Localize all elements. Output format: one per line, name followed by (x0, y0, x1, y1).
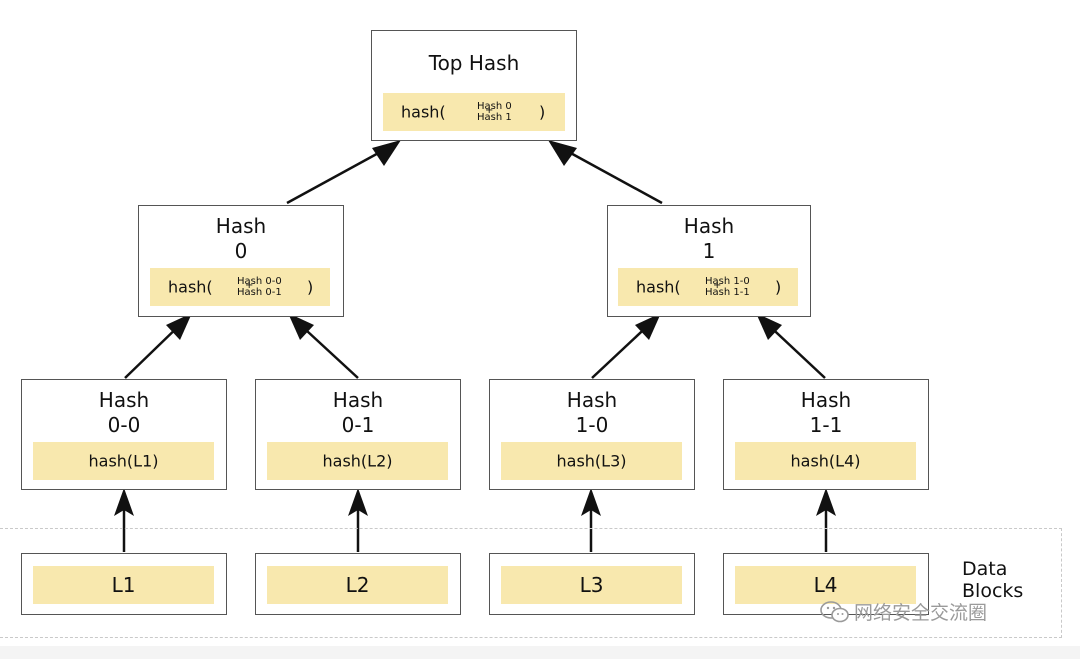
node-title-line1: Hash (98, 388, 150, 412)
hash-1-1-formula: hash(L4) (735, 442, 916, 480)
arrowhead (372, 140, 401, 166)
node-title-line2: 0-1 (341, 413, 375, 437)
data-blocks-label: Data Blocks (962, 558, 1023, 602)
hash-0-1-formula: hash(L2) (267, 442, 448, 480)
node-title-line2: 1 (702, 239, 716, 263)
hash-fn: hash( (636, 277, 681, 297)
data-block-l1-fill: L1 (33, 566, 214, 604)
hash-0-1-node: Hash 0-1 hash(L2) (255, 379, 461, 490)
hash-1-1-node: Hash 1-1 hash(L4) (723, 379, 929, 490)
hash-1-0-node: Hash 1-0 hash(L3) (489, 379, 695, 490)
data-block-l3: L3 (489, 553, 695, 615)
hash-0-formula: hash( Hash 0-0 + Hash 0-1 ) (150, 268, 330, 306)
node-title-line2: 1-1 (809, 413, 843, 437)
bottom-strip (0, 646, 1080, 659)
node-title: Hash 1-0 (490, 388, 694, 438)
node-title-line2: 0 (234, 239, 248, 263)
arrow-hash0-to-top (286, 143, 394, 205)
hash-1-formula: hash( Hash 1-0 + Hash 1-1 ) (618, 268, 798, 306)
hash-arg-1: Hash 0 (477, 101, 512, 112)
data-block-l2-fill: L2 (267, 566, 448, 604)
node-title-line2: 0-0 (107, 413, 141, 437)
arrowhead (288, 313, 314, 340)
data-block-l3-fill: L3 (501, 566, 682, 604)
data-blocks-region (0, 528, 1062, 638)
data-block-l1: L1 (21, 553, 227, 615)
hash-close: ) (539, 102, 546, 122)
hash-arg-2: Hash 1-1 (705, 287, 750, 298)
data-block-l4-fill: L4 (735, 566, 916, 604)
node-title-line1: Hash (332, 388, 384, 412)
arrowhead (114, 488, 134, 516)
hash-arg-1: Hash 0-0 (237, 276, 282, 287)
hash-close: ) (775, 277, 782, 297)
node-title-line1: Hash (215, 214, 267, 238)
node-title-line2: 1-0 (575, 413, 609, 437)
data-blocks-label-line2: Blocks (962, 580, 1024, 602)
hash-fn: hash( (168, 277, 213, 297)
hash-text: hash(L2) (322, 451, 393, 471)
arrowhead (756, 313, 782, 340)
watermark: 网络安全交流圈 (820, 598, 987, 625)
node-title-line1: Hash (683, 214, 735, 238)
data-block-label: L1 (111, 573, 136, 597)
hash-args: Hash 0-0 + Hash 0-1 (237, 276, 282, 298)
hash-1-0-formula: hash(L3) (501, 442, 682, 480)
top-hash-title: Top Hash (428, 51, 520, 75)
hash-fn: hash( (401, 102, 446, 122)
arrowhead (581, 488, 601, 516)
data-blocks-label-line1: Data (962, 558, 1008, 580)
hash-arg-1: Hash 1-0 (705, 276, 750, 287)
data-block-l2: L2 (255, 553, 461, 615)
arrowhead (548, 140, 577, 166)
hash-0-0-formula: hash(L1) (33, 442, 214, 480)
node-title-line1: Hash (566, 388, 618, 412)
arrowhead (348, 488, 368, 516)
hash-arg-2: Hash 1 (477, 112, 512, 123)
node-title: Hash 1 (608, 214, 810, 264)
hash-0-node: Hash 0 hash( Hash 0-0 + Hash 0-1 ) (138, 205, 344, 317)
node-title: Hash 1-1 (724, 388, 928, 438)
node-title: Hash 0 (139, 214, 343, 264)
top-hash-formula: hash( Hash 0 + Hash 1 ) (383, 93, 565, 131)
data-block-l4: L4 (723, 553, 929, 615)
data-block-label: L3 (579, 573, 604, 597)
arrowhead (635, 313, 661, 340)
hash-args: Hash 0 + Hash 1 (477, 101, 512, 123)
hash-1-node: Hash 1 hash( Hash 1-0 + Hash 1-1 ) (607, 205, 811, 317)
arrowhead (166, 313, 192, 340)
node-title: Hash 0-0 (22, 388, 226, 438)
data-block-label: L2 (345, 573, 370, 597)
top-hash-node: Top Hash hash( Hash 0 + Hash 1 ) (371, 30, 577, 141)
hash-text: hash(L1) (88, 451, 159, 471)
wechat-icon (820, 600, 849, 622)
data-block-label: L4 (813, 573, 838, 597)
node-title-line1: Hash (800, 388, 852, 412)
hash-text: hash(L3) (556, 451, 627, 471)
arrow-hash1-to-top (555, 143, 663, 205)
hash-0-0-node: Hash 0-0 hash(L1) (21, 379, 227, 490)
hash-close: ) (307, 277, 314, 297)
hash-arg-2: Hash 0-1 (237, 287, 282, 298)
hash-args: Hash 1-0 + Hash 1-1 (705, 276, 750, 298)
hash-text: hash(L4) (790, 451, 861, 471)
watermark-text: 网络安全交流圈 (854, 602, 988, 624)
arrowhead (816, 488, 836, 516)
node-title: Hash 0-1 (256, 388, 460, 438)
